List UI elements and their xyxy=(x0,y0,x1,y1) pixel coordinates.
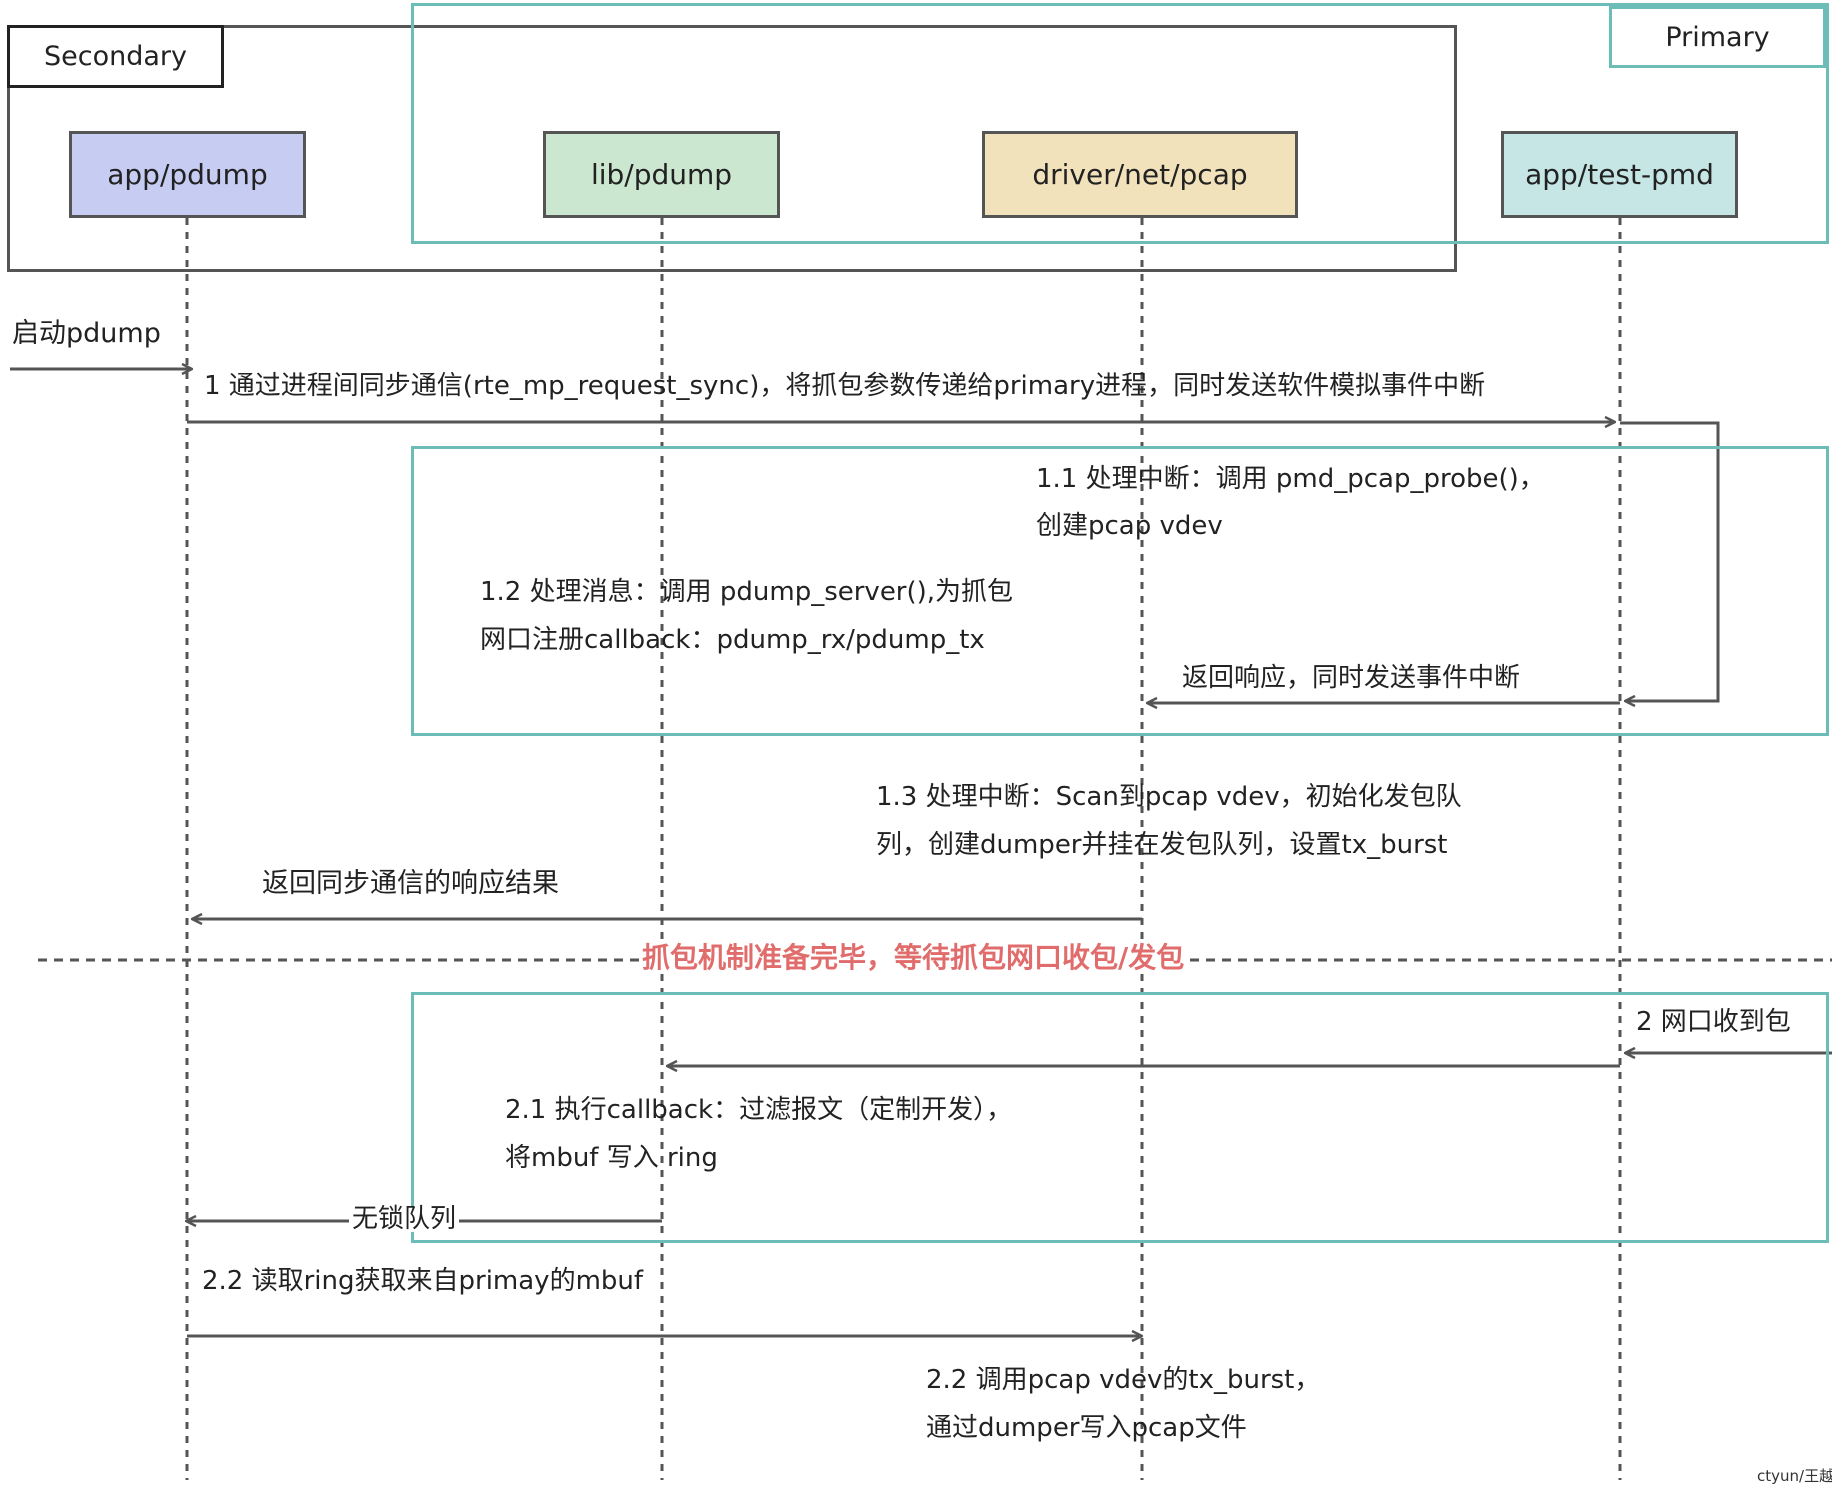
participant-driver-pcap: driver/net/pcap xyxy=(982,131,1298,218)
secondary-group-frame xyxy=(7,25,1457,272)
participant-app-pdump: app/pdump xyxy=(69,131,306,218)
label-start-pdump: 启动pdump xyxy=(12,318,161,349)
label-reply-event: 返回响应，同时发送事件中断 xyxy=(1182,663,1521,693)
label-m1-3-line2: 列，创建dumper并挂在发包队列，设置tx_burst xyxy=(876,830,1448,860)
label-m1-2-line1: 1.2 处理消息：调用 pdump_server(),为抓包 xyxy=(480,577,1014,607)
secondary-label: Secondary xyxy=(7,25,224,88)
primary-label: Primary xyxy=(1609,6,1826,68)
label-m1: 1 通过进程间同步通信(rte_mp_request_sync)，将抓包参数传递… xyxy=(204,371,1486,401)
label-m1-3-line1: 1.3 处理中断：Scan到pcap vdev，初始化发包队 xyxy=(876,782,1462,812)
label-m2-1-line1: 2.1 执行callback：过滤报文（定制开发）， xyxy=(505,1095,1013,1125)
primary-group-frame xyxy=(411,3,1829,244)
label-m2-2-line2: 通过dumper写入pcap文件 xyxy=(926,1413,1247,1443)
watermark: ctyun/王越 xyxy=(1757,1467,1832,1485)
phase1-frame xyxy=(411,446,1829,736)
label-m1-1-line1: 1.1 处理中断：调用 pmd_pcap_probe()， xyxy=(1036,464,1545,494)
participant-lib-pdump: lib/pdump xyxy=(543,131,780,218)
participant-test-pmd: app/test-pmd xyxy=(1501,131,1738,218)
label-lockfree-queue: 无锁队列 xyxy=(349,1206,460,1232)
phase-separator-text: 抓包机制准备完毕，等待抓包网口收包/发包 xyxy=(640,941,1187,974)
label-m1-1-line2: 创建pcap vdev xyxy=(1036,511,1223,541)
phase2-frame xyxy=(411,992,1829,1243)
label-sync-result: 返回同步通信的响应结果 xyxy=(262,868,559,899)
arrow-self-interrupt xyxy=(1620,421,1720,701)
label-m2: 2 网口收到包 xyxy=(1633,1009,1794,1035)
label-m2-2-line1: 2.2 调用pcap vdev的tx_burst， xyxy=(926,1365,1321,1395)
label-m2-2-read: 2.2 读取ring获取来自primay的mbuf xyxy=(202,1266,644,1296)
label-m1-2-line2: 网口注册callback：pdump_rx/pdump_tx xyxy=(480,625,985,655)
label-m2-1-line2: 将mbuf 写入 ring xyxy=(505,1143,718,1173)
